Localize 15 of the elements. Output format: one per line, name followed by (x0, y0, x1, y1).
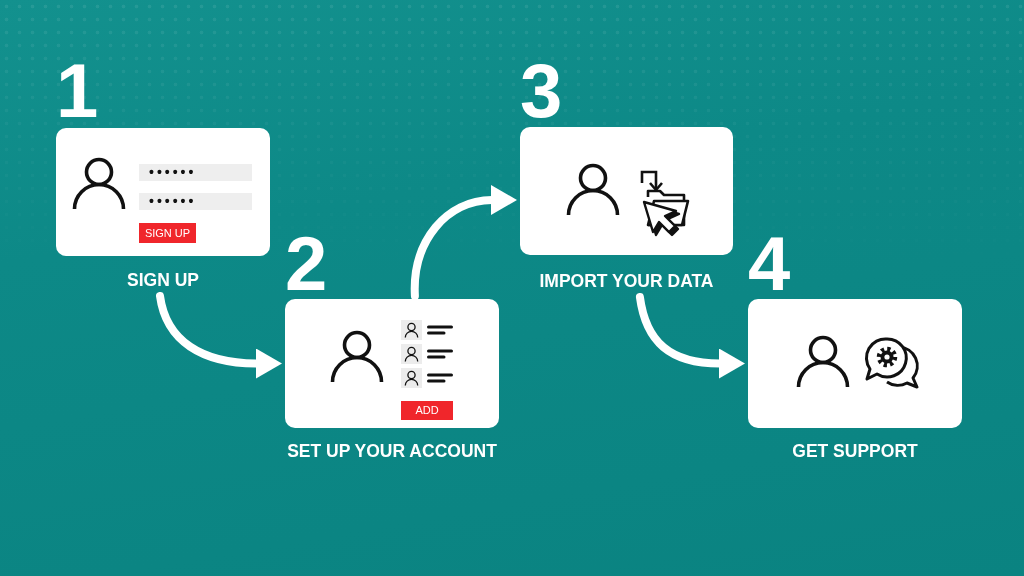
curved-arrow (156, 292, 282, 379)
step-title: GET SUPPORT (792, 440, 918, 462)
step-title: SIGN UP (127, 269, 199, 291)
step-number: 2 (285, 236, 328, 292)
password-field: •••••• (139, 193, 252, 210)
curved-arrow (410, 185, 517, 300)
step-number: 3 (520, 63, 563, 119)
sign-up-button: SIGN UP (139, 223, 196, 243)
step-number: 4 (748, 236, 791, 292)
password-field: •••••• (139, 164, 252, 181)
step-number: 1 (56, 63, 99, 119)
step-title: SET UP YOUR ACCOUNT (287, 440, 497, 462)
add-button: ADD (401, 401, 453, 420)
step-title: IMPORT YOUR DATA (539, 270, 714, 292)
curved-arrow (635, 293, 745, 379)
